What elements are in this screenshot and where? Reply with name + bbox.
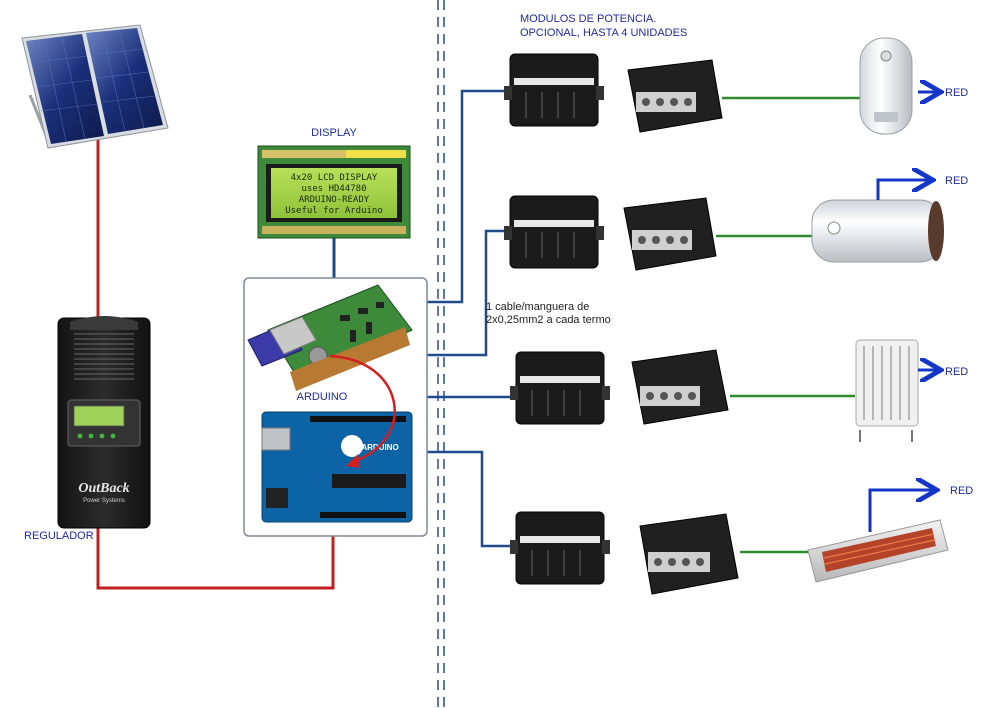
lcd-line-1: 4x20 LCD DISPLAY: [291, 173, 378, 183]
arduino-box: ARDUINO ARDUINO: [243, 277, 428, 537]
solar-panel: [21, 24, 169, 149]
arduino-logo: ARDUINO: [361, 443, 398, 452]
water-heater-horizontal: [811, 199, 944, 263]
label-red-2: RED: [945, 175, 968, 187]
label-modules-line2: OPCIONAL, HASTA 4 UNIDADES: [520, 27, 687, 39]
wires-module-to-load: [716, 96, 860, 554]
lcd-display-module: 4x20 LCD DISPLAY uses HD44780 ARDUINO-RE…: [257, 145, 411, 239]
power-module-4: [510, 511, 610, 585]
label-cable-line2: 2x0,25mm2 a cada termo: [486, 314, 611, 326]
red-arrow-shield-to-uno: [329, 354, 396, 464]
red-arrow-4: [868, 490, 934, 532]
ssr-relay-2: [623, 197, 717, 271]
power-module-1: [504, 53, 604, 127]
water-heater-vertical: [859, 37, 913, 135]
oil-radiator: [855, 339, 919, 442]
label-regulador: REGULADOR: [24, 530, 94, 542]
label-red-4: RED: [950, 485, 973, 497]
label-red-3: RED: [945, 366, 968, 378]
label-arduino: ARDUINO: [297, 391, 348, 403]
ssr-relay-1: [627, 59, 723, 133]
infrared-heater: [807, 519, 949, 583]
power-module-3: [510, 351, 610, 425]
lcd-line-2: uses HD44780: [301, 184, 366, 194]
lcd-line-3: ARDUINO-READY: [299, 195, 370, 205]
label-display: DISPLAY: [311, 127, 357, 139]
label-cable-line1: 1 cable/manguera de: [486, 301, 589, 313]
label-red-1: RED: [945, 87, 968, 99]
regulator-lcd: [73, 405, 125, 427]
lcd-line-4: Useful for Arduino: [285, 206, 383, 216]
label-modules-line1: MODULOS DE POTENCIA.: [520, 13, 656, 25]
regulator-brand: OutBack: [78, 481, 129, 496]
ssr-relay-3: [631, 349, 729, 425]
ssr-relay-4: [639, 513, 739, 595]
wire-regulator-to-arduino: [96, 528, 335, 590]
arduino-uno-board: ARDUINO: [261, 411, 413, 523]
regulator-brand-sub: Power Systems: [83, 498, 125, 504]
red-arrow-2: [876, 180, 930, 200]
power-module-2: [504, 195, 604, 269]
charge-regulator: OutBack Power Systems: [57, 316, 151, 529]
lcd-screen: [271, 168, 397, 218]
wires-arduino-to-modules: [427, 89, 516, 548]
